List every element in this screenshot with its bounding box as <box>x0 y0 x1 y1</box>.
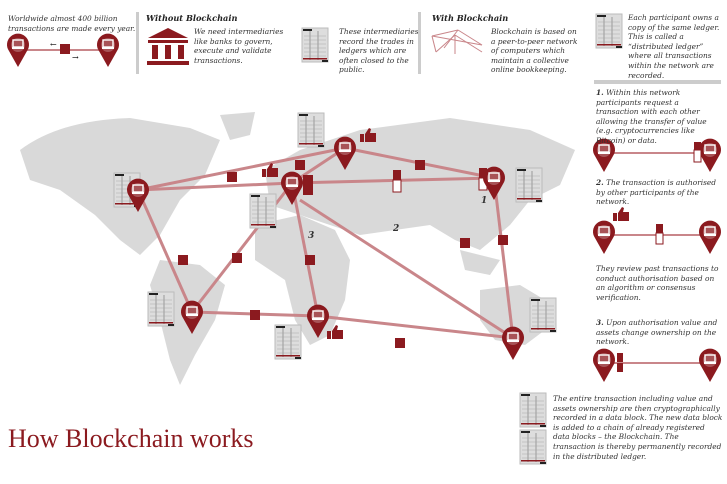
step-description: Upon authorisation value and assets chan… <box>596 318 718 347</box>
svg-text:→: → <box>72 53 79 62</box>
without-blockchain-heading: Without Blockchain <box>146 13 238 23</box>
bank-icon <box>147 28 189 65</box>
map-label-3: 3 <box>308 231 314 241</box>
distributed-ledger-text: Each participant owns a copy of the same… <box>628 13 720 80</box>
map-label-1: 1 <box>481 196 487 206</box>
step-description: The transaction is authorised by other p… <box>596 178 717 207</box>
with-blockchain-heading: With Blockchain <box>432 13 509 23</box>
step2-illustration <box>592 207 722 255</box>
with-blockchain-text: Blockchain is based on a peer-to-peer ne… <box>491 27 578 75</box>
without-blockchain-text: We need intermediaries like banks to gov… <box>194 27 284 65</box>
divider <box>594 80 721 84</box>
closed-ledger-icon <box>301 27 329 63</box>
final-text: The entire transaction including value a… <box>553 394 723 461</box>
page-title: How Blockchain works <box>8 424 254 453</box>
ledger-text: These intermediaries record the trades i… <box>339 27 419 75</box>
block-ledger-icon-2 <box>519 429 547 465</box>
step-number: 1. <box>596 88 604 97</box>
step-number: 3. <box>596 318 604 327</box>
divider <box>418 12 421 74</box>
step-2-text: 2. The transaction is authorised by othe… <box>596 178 721 207</box>
divider <box>136 12 139 74</box>
step-1-text: 1. Within this network participants requ… <box>596 88 721 146</box>
step3-illustration <box>592 347 722 383</box>
step-number: 2. <box>596 178 604 187</box>
step-2-detail-text: They review past transactions to conduct… <box>596 264 719 302</box>
svg-text:←: ← <box>50 40 57 49</box>
intro-text: Worldwide almost 400 billion transaction… <box>8 14 136 33</box>
p2p-network-icon <box>431 29 483 54</box>
step1-illustration <box>592 137 722 173</box>
distributed-ledger-icon <box>595 13 623 49</box>
map-label-2: 2 <box>392 224 399 234</box>
intro-transfer-illustration: ←→ <box>6 32 120 68</box>
step-3-text: 3. Upon authorisation value and assets c… <box>596 318 721 347</box>
step-description: Within this network participants request… <box>596 88 707 145</box>
block-ledger-icon-1 <box>519 392 547 428</box>
